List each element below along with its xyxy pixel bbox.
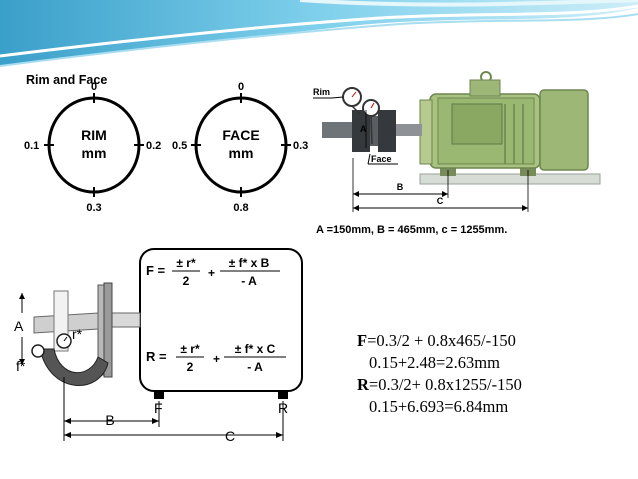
rim-dial: RIM mm 0 0.1 0.2 0.3 bbox=[24, 81, 161, 214]
formula-r: R = ± r* 2 + ± f* x C - A bbox=[146, 342, 286, 374]
rim-reading-left: 0.1 bbox=[24, 140, 39, 152]
foot-label-r: R bbox=[278, 400, 288, 416]
result-r-line2: 0.15+6.693=6.84mm bbox=[369, 397, 509, 416]
face-reading-right: 0.3 bbox=[293, 140, 308, 152]
top-panel-svg: Rim and Face RIM mm 0 0.1 0.2 0.3 FACE m… bbox=[24, 71, 601, 236]
svg-text:- A: - A bbox=[241, 274, 257, 288]
face-reading-top: 0 bbox=[238, 81, 244, 93]
sketch-label-f: f* bbox=[16, 358, 26, 374]
face-reading-bottom: 0.8 bbox=[233, 202, 248, 214]
header-wave-decoration bbox=[0, 0, 638, 67]
motor-coupling-illustration: Rim Face A B C bbox=[313, 71, 601, 212]
rim-reading-right: 0.2 bbox=[146, 140, 161, 152]
svg-text:+: + bbox=[208, 266, 215, 280]
face-dial-label: FACE bbox=[222, 127, 259, 143]
result-f-line2: 0.15+2.48=2.63mm bbox=[369, 353, 500, 372]
svg-text:± r*: ± r* bbox=[176, 256, 196, 270]
b-dimension-label: B bbox=[397, 182, 404, 192]
rim-dial-label: RIM bbox=[81, 127, 107, 143]
c-dimension-label: C bbox=[437, 196, 444, 206]
svg-text:± r*: ± r* bbox=[180, 342, 200, 356]
shaft-sketch bbox=[31, 282, 141, 386]
face-callout-label: Face bbox=[371, 154, 392, 164]
svg-text:2: 2 bbox=[183, 274, 190, 288]
rim-reading-bottom: 0.3 bbox=[86, 202, 101, 214]
calculation-results: F=0.3/2 + 0.8x465/-150 0.15+2.48=2.63mm … bbox=[357, 330, 522, 418]
result-r-line1: R=0.3/2+ 0.8x1255/-150 bbox=[357, 375, 522, 394]
sketch-label-a: A bbox=[14, 318, 24, 334]
formula-f: F = ± r* 2 + ± f* x B - A bbox=[146, 256, 280, 288]
bottom-panel: F = ± r* 2 + ± f* x B - A R = ± r* 2 + ±… bbox=[10, 245, 310, 470]
rim-face-title: Rim and Face bbox=[26, 73, 107, 87]
svg-text:F =: F = bbox=[146, 263, 166, 278]
face-dial: FACE mm 0 0.5 0.3 0.8 bbox=[172, 81, 308, 214]
face-dial-unit: mm bbox=[229, 145, 254, 161]
svg-text:± f* x B: ± f* x B bbox=[229, 256, 270, 270]
rim-reading-top: 0 bbox=[91, 81, 97, 93]
svg-text:- A: - A bbox=[247, 360, 263, 374]
svg-text:+: + bbox=[213, 352, 220, 366]
rim-dial-unit: mm bbox=[82, 145, 107, 161]
alignment-formula-diagram: F = ± r* 2 + ± f* x B - A R = ± r* 2 + ±… bbox=[14, 248, 303, 444]
svg-text:± f* x C: ± f* x C bbox=[235, 342, 276, 356]
face-reading-left: 0.5 bbox=[172, 140, 187, 152]
top-panel: Rim and Face RIM mm 0 0.1 0.2 0.3 FACE m… bbox=[20, 70, 625, 240]
sketch-label-b: B bbox=[105, 412, 114, 428]
rim-callout-label: Rim bbox=[313, 87, 330, 97]
foot-label-f: F bbox=[154, 400, 163, 416]
dimensions-caption: A =150mm, B = 465mm, c = 1255mm. bbox=[316, 224, 507, 236]
sketch-label-c: C bbox=[225, 428, 235, 444]
sketch-label-r: r* bbox=[72, 326, 83, 342]
svg-text:2: 2 bbox=[187, 360, 194, 374]
svg-text:R =: R = bbox=[146, 349, 167, 364]
result-f-line1: F=0.3/2 + 0.8x465/-150 bbox=[357, 331, 516, 350]
a-dimension-label: A bbox=[360, 124, 367, 134]
